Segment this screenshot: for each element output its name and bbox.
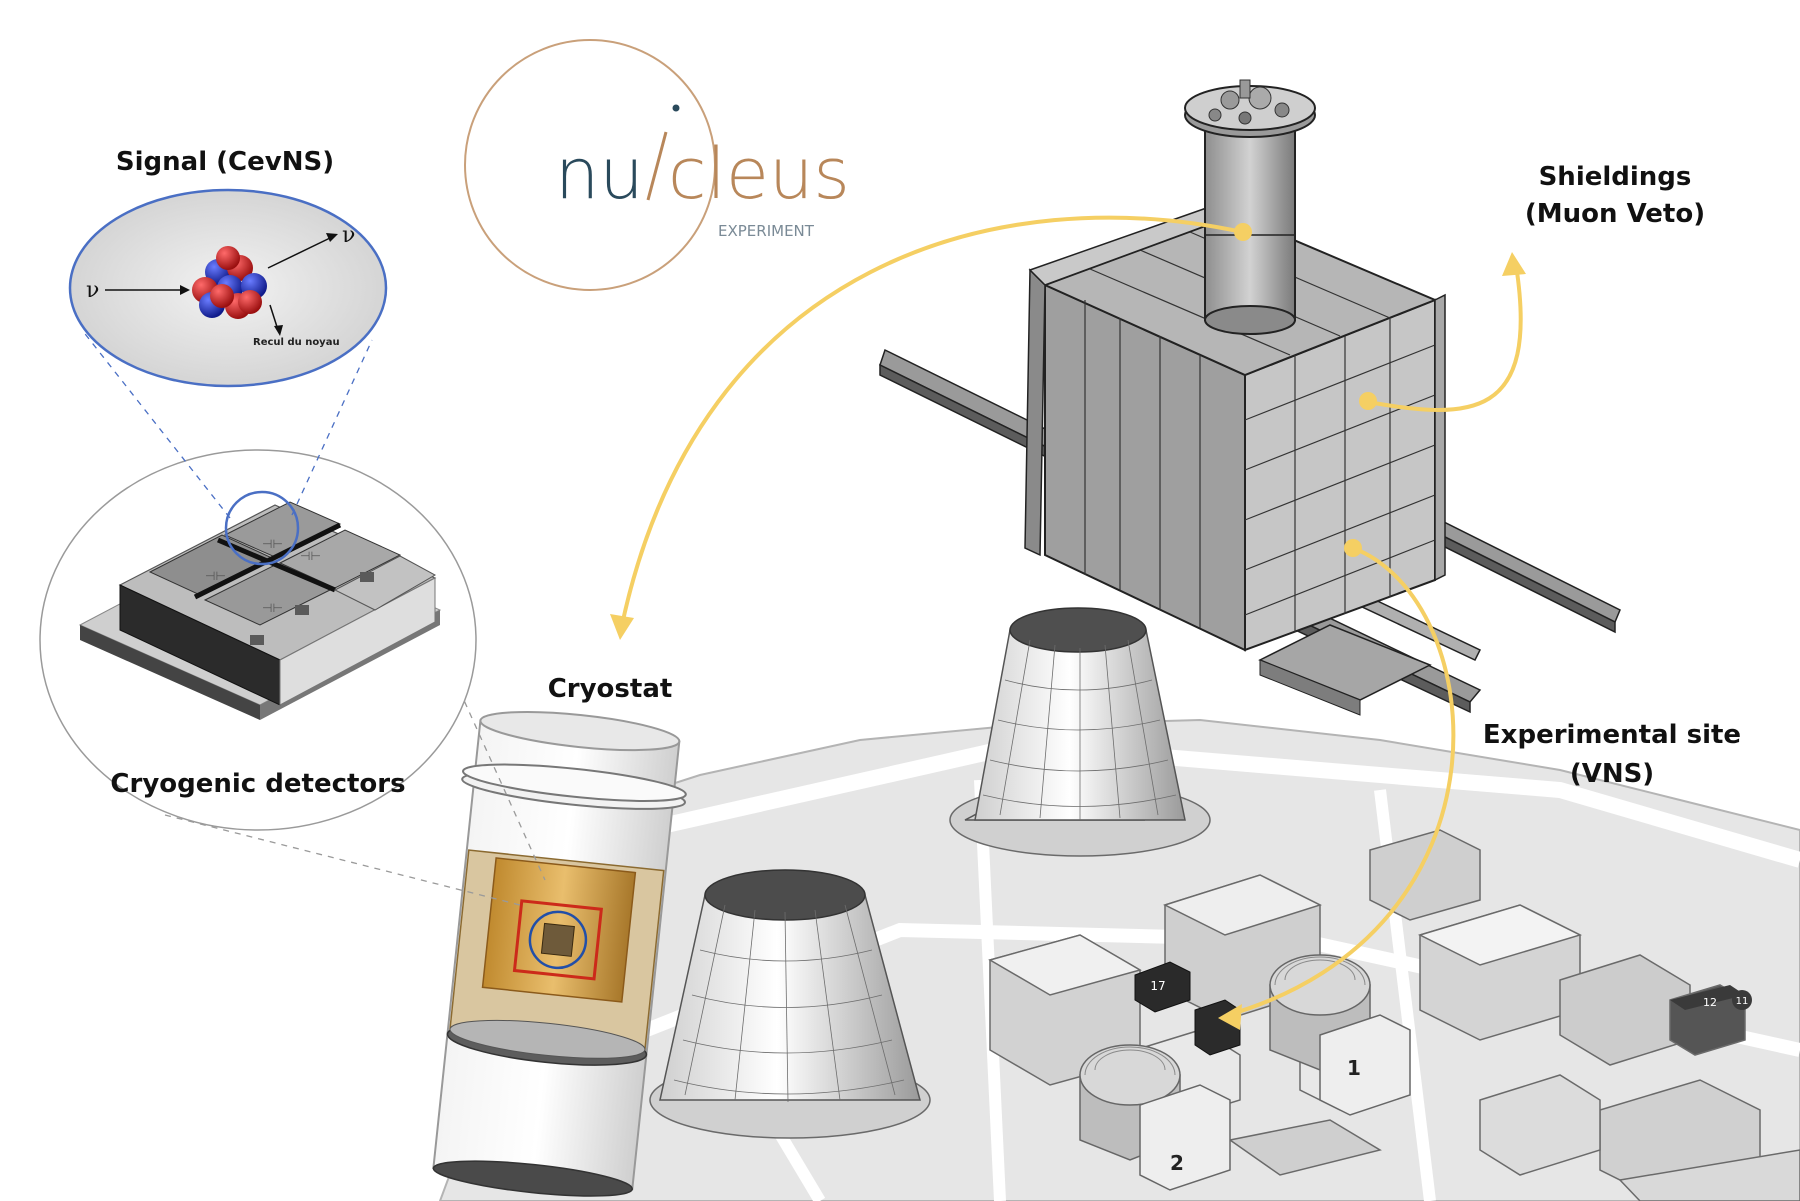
building-17-label: 17	[1150, 979, 1165, 993]
arrow-to-site	[1227, 546, 1456, 1017]
shieldings-label: Shieldings	[1539, 162, 1692, 192]
unit-2-label: 2	[1170, 1151, 1184, 1175]
neutrino-out-label: ν	[342, 223, 355, 248]
yellow-arrows	[610, 215, 1526, 1030]
zoom-circle	[224, 490, 300, 566]
cooling-tower-front	[649, 869, 931, 1139]
neutrino-in-label: ν	[86, 278, 99, 303]
signal-panel: Signal (CevNS) ν ν Recul du noyau	[68, 147, 388, 388]
building-12-label: 12	[1703, 996, 1717, 1009]
logo-ring	[464, 39, 716, 291]
vns-target-building	[1194, 999, 1241, 1056]
building-12: 12 11	[1670, 985, 1752, 1010]
arrow-to-cryostat	[620, 215, 1243, 626]
experimental-site-label: Experimental site	[1483, 720, 1741, 750]
recoil-label: Recul du noyau	[253, 337, 340, 348]
building-11-label: 11	[1736, 996, 1749, 1007]
logo-dot	[672, 104, 680, 112]
cryogenic-detectors-panel: ⊣⊢ ⊣⊢ ⊣⊢ ⊣⊢ Cryogenic detectors	[39, 449, 477, 831]
vns-label: (VNS)	[1570, 759, 1654, 789]
nucleus-logo: nu cleus EXPERIMENT	[464, 39, 850, 291]
pixel-mark-3: ⊣⊢	[262, 601, 283, 615]
signal-label: Signal (CevNS)	[116, 147, 334, 177]
reactor-buildings: 2 1	[1079, 954, 1411, 1191]
cryostat-cutaway	[432, 711, 687, 1197]
power-plant-site: 2 1 17 12 11	[438, 607, 1800, 1201]
logo-subtitle: EXPERIMENT	[718, 222, 815, 240]
cooling-tower-back	[949, 607, 1211, 857]
building-17: 17	[1134, 961, 1191, 1013]
zoom-connectors-cryostat	[164, 624, 546, 906]
pixel-mark-4: ⊣⊢	[300, 549, 321, 563]
nucleus-icon	[192, 246, 267, 319]
detector-module: ⊣⊢ ⊣⊢ ⊣⊢ ⊣⊢	[118, 501, 437, 706]
cryostat-label: Cryostat	[548, 674, 673, 704]
pixel-mark-1: ⊣⊢	[262, 537, 283, 551]
logo-slash	[646, 131, 668, 201]
pixel-mark-2: ⊣⊢	[205, 569, 226, 583]
muon-veto-label: (Muon Veto)	[1525, 199, 1705, 229]
logo-text-cleus: cleus	[668, 133, 850, 215]
cryogenic-detectors-label: Cryogenic detectors	[110, 769, 405, 799]
arrow-to-shieldings	[1367, 264, 1523, 412]
logo-text-nu: nu	[555, 133, 644, 215]
unit-1-label: 1	[1347, 1056, 1361, 1080]
zoom-connectors-signal	[81, 329, 373, 519]
shielding-assembly	[879, 79, 1621, 716]
cryostat-tube	[1184, 79, 1316, 335]
